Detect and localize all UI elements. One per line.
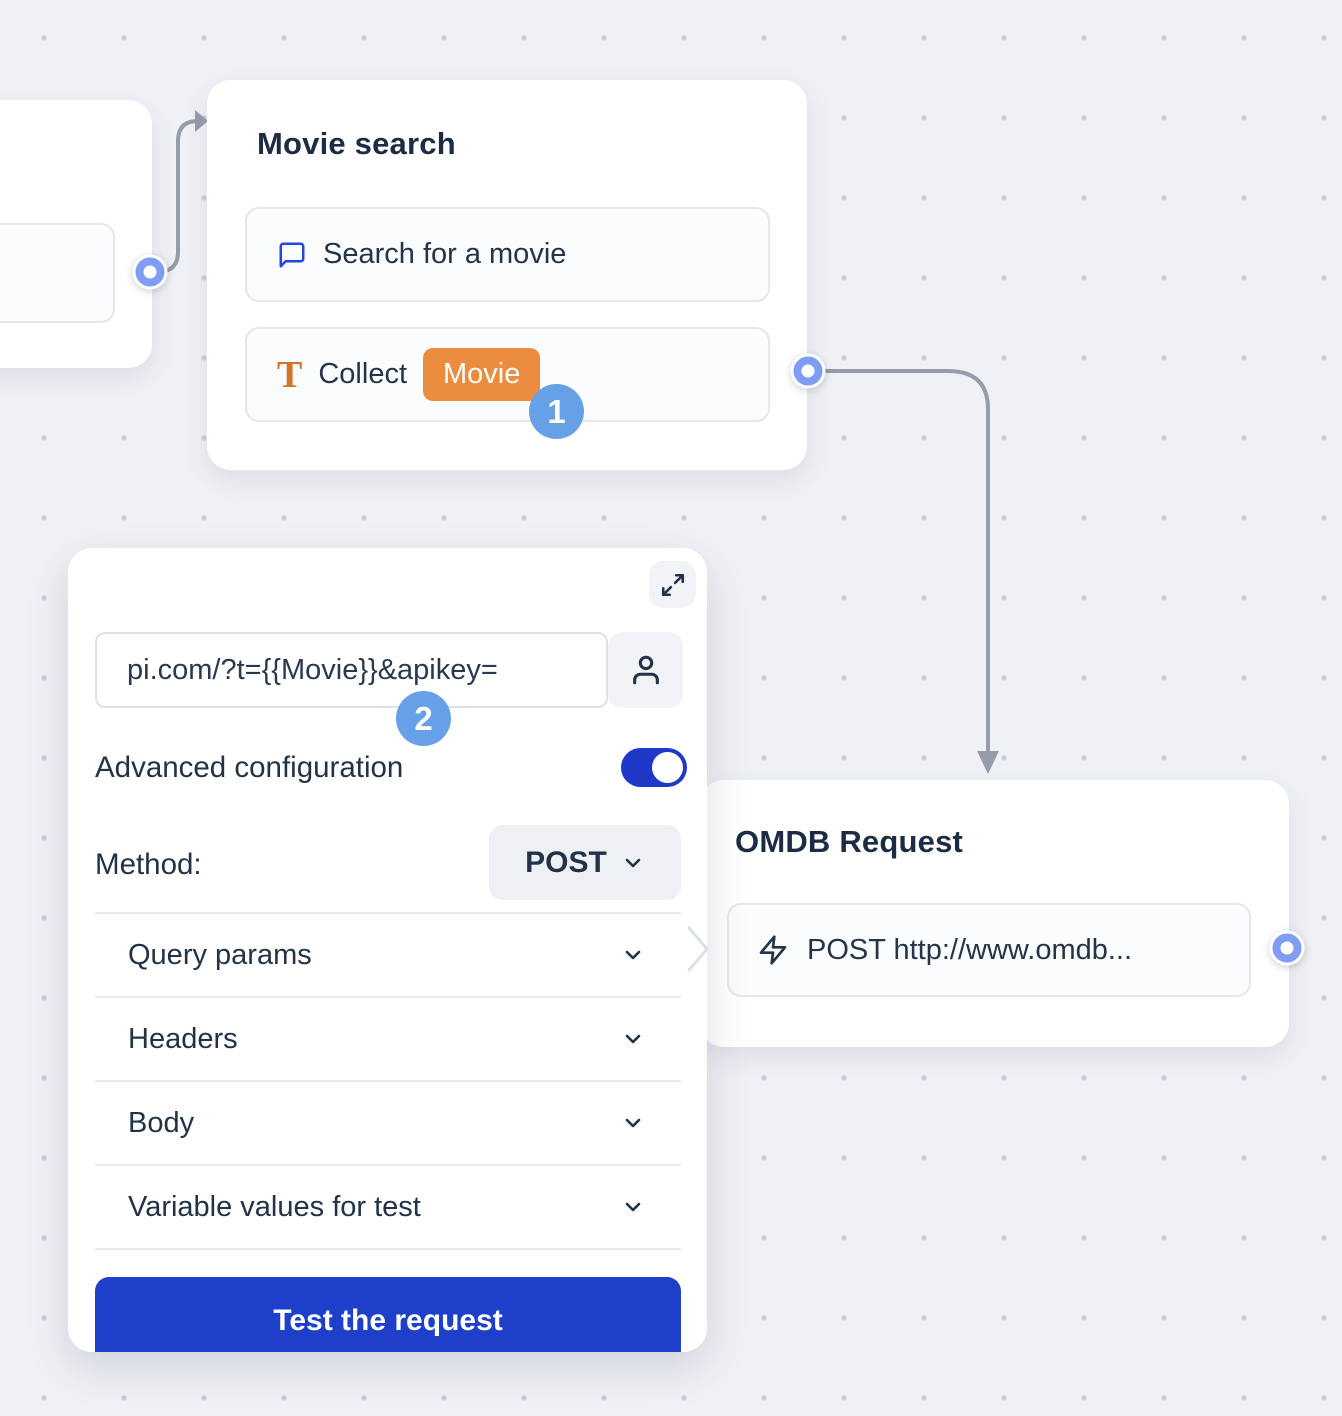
section-body[interactable]: Body [95,1082,681,1166]
section-variable-values-for-test[interactable]: Variable values for test [95,1166,681,1250]
chat-bubble-icon [277,240,307,270]
request-url-input[interactable] [95,632,608,708]
advanced-configuration-toggle[interactable] [621,748,687,787]
insert-variable-button[interactable] [608,632,683,708]
method-value: POST [525,845,607,879]
node-omdb-request[interactable]: OMDB Request POST http://www.omdb... [700,780,1289,1047]
node-movie-search[interactable]: Movie search Search for a movie T Collec… [207,80,807,470]
node-title: OMDB Request [735,824,964,859]
person-icon [629,653,663,687]
lightning-icon [757,934,789,966]
chevron-down-icon [621,851,645,875]
chevron-down-icon [621,1195,645,1219]
config-sections: Query params Headers Body Variable value… [95,912,681,1250]
block-label: Collect [318,358,408,390]
method-dropdown[interactable]: POST [489,825,681,900]
connector-movie-search-to-omdb [821,369,990,754]
node-title: Movie search [257,126,456,161]
block-search-for-a-movie[interactable]: Search for a movie [245,207,770,302]
section-label: Query params [128,938,312,971]
webhook-config-panel[interactable]: Advanced configuration Method: POST Quer… [68,548,707,1352]
section-label: Variable values for test [128,1190,421,1223]
block-label: POST http://www.omdb... [807,933,1133,966]
section-label: Body [128,1106,195,1139]
block-omdb-post-request[interactable]: POST http://www.omdb... [727,903,1251,997]
method-label: Method: [95,848,202,881]
chevron-down-icon [621,1111,645,1135]
step-badge-1: 1 [529,384,584,439]
chevron-down-icon [621,1027,645,1051]
block-collect-movie[interactable]: T Collect Movie [245,327,770,422]
connector-left-to-movie-search [155,119,200,274]
partial-node-item[interactable] [0,223,115,323]
expand-button[interactable] [649,561,696,608]
section-query-params[interactable]: Query params [95,914,681,998]
arrowhead-down-icon [977,751,999,774]
expand-icon [660,572,686,598]
section-label: Headers [128,1022,238,1055]
step-badge-2: 2 [396,691,451,746]
variable-chip-movie[interactable]: Movie [423,348,541,401]
chevron-down-icon [621,943,645,967]
text-input-icon: T [277,353,303,396]
partial-node-card[interactable] [0,100,152,368]
test-the-request-button[interactable]: Test the request [95,1277,681,1352]
section-headers[interactable]: Headers [95,998,681,1082]
block-label: Search for a movie [323,238,567,270]
advanced-configuration-label: Advanced configuration [95,751,404,784]
toggle-knob [652,752,683,783]
